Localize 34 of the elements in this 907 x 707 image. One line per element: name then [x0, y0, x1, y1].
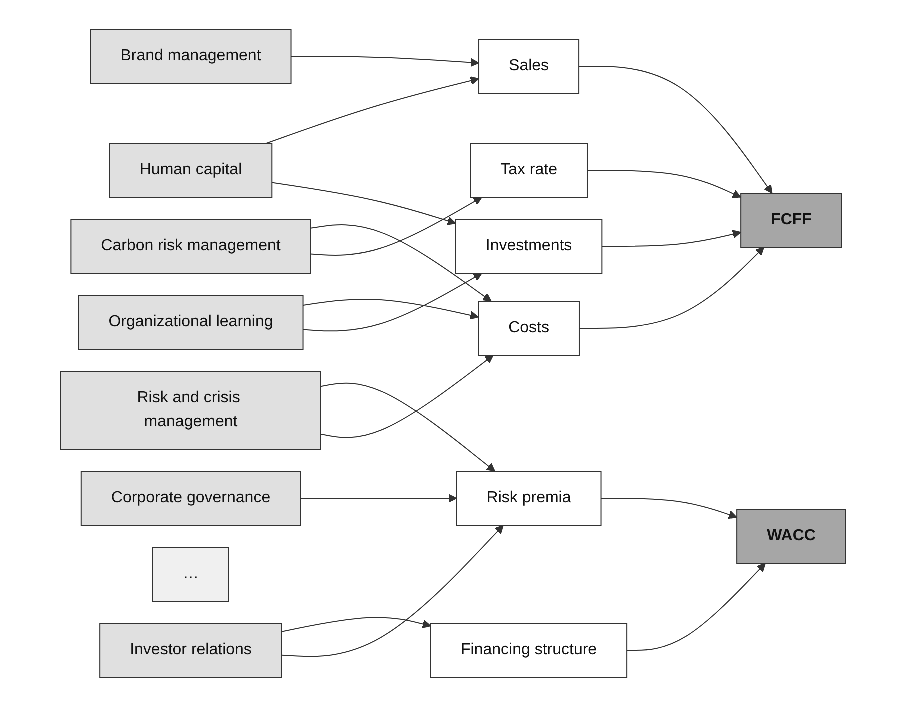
node-box: Tax rate — [470, 143, 588, 198]
node-box: Carbon risk management — [70, 219, 312, 274]
arrow — [579, 247, 765, 329]
arrow — [290, 56, 480, 68]
node-box: FCFF — [740, 193, 842, 248]
arrow — [302, 273, 482, 332]
arrow — [266, 76, 480, 144]
arrow — [600, 498, 738, 520]
node-box: Risk and crisis management — [60, 371, 322, 450]
arrow — [272, 182, 456, 226]
node-box: Human capital — [109, 143, 273, 198]
arrow — [310, 197, 482, 256]
node-box: Sales — [478, 39, 580, 94]
arrow — [300, 494, 458, 503]
node-box: Organizational learning — [78, 295, 304, 350]
arrow — [302, 299, 479, 320]
node-box: Brand management — [90, 29, 292, 84]
arrow — [281, 617, 432, 632]
node-box: … — [152, 547, 230, 602]
arrow — [281, 525, 504, 658]
arrow — [320, 355, 494, 438]
node-box: Corporate governance — [80, 471, 302, 526]
arrow — [587, 170, 742, 198]
node-box: Financing structure — [430, 623, 628, 678]
arrow — [320, 382, 496, 472]
node-box: Investments — [455, 219, 603, 274]
node-box: Investor relations — [100, 623, 282, 678]
arrow — [578, 66, 773, 194]
arrow — [602, 230, 742, 247]
arrow — [626, 563, 766, 651]
node-box: WACC — [736, 509, 846, 564]
arrow — [310, 224, 492, 302]
node-box: Costs — [478, 301, 580, 356]
node-box: Risk premia — [456, 471, 602, 526]
